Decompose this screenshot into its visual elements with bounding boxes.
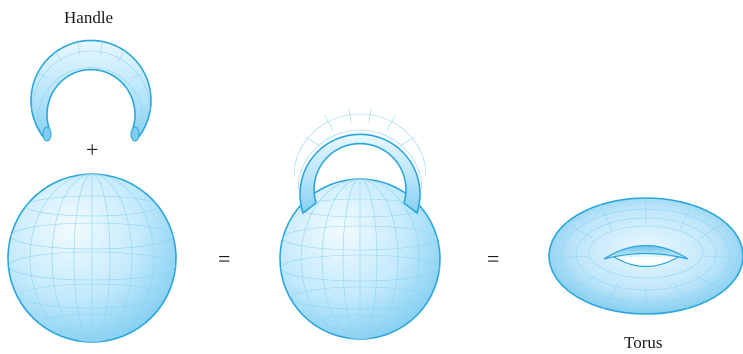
plus-sign: + bbox=[86, 139, 98, 161]
handle-label: Handle bbox=[64, 9, 113, 26]
torus-label: Torus bbox=[624, 334, 662, 351]
handle-shape bbox=[31, 40, 151, 141]
sphere-with-handle-shape bbox=[280, 108, 440, 339]
torus-shape bbox=[549, 198, 743, 314]
equals-sign-1: = bbox=[218, 248, 230, 270]
equals-sign-2: = bbox=[487, 248, 499, 270]
sphere-shape bbox=[8, 174, 176, 342]
